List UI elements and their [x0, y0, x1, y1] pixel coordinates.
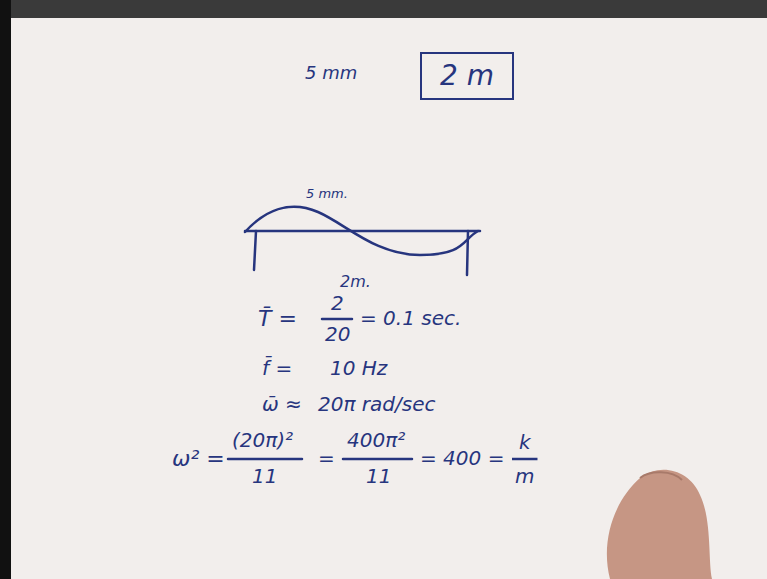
equation-part: 11: [366, 464, 391, 488]
equation-part: 2: [331, 291, 344, 315]
equation-part: m: [515, 464, 534, 488]
dimension: 5 mm: [305, 62, 357, 84]
dimension: 2m.: [340, 272, 371, 291]
equation-part: ω̄ ≈: [262, 392, 302, 416]
hand: [607, 470, 712, 579]
equation-part: =: [318, 446, 335, 470]
equation-part: T̄ =: [258, 306, 297, 332]
top-strip: [0, 0, 767, 18]
support-left: [254, 231, 256, 270]
equation-part: = 0.1 sec.: [360, 306, 461, 330]
equation-part: f̄ =: [262, 356, 292, 380]
mode-shape: [245, 207, 478, 255]
fraction-bar: [343, 458, 412, 461]
equation-part: 400π²: [347, 428, 405, 452]
equation-part: = 400 =: [420, 446, 504, 470]
fraction-bar: [228, 458, 302, 461]
equation-part: 20: [325, 322, 350, 346]
box-text: 2 m: [440, 59, 494, 93]
equation-part: 11: [252, 464, 277, 488]
equation-part: k: [519, 430, 531, 454]
left-strip: [0, 0, 11, 579]
dimension: 5 mm.: [306, 186, 348, 202]
fraction-bar: [512, 458, 537, 461]
equation-part: ω² =: [172, 446, 225, 472]
equation-part: 20π rad/sec: [318, 392, 435, 416]
equation-part: 10 Hz: [330, 356, 387, 380]
hand-nail: [640, 472, 682, 480]
fraction-bar: [322, 318, 352, 321]
boxed-value: 2 m: [420, 52, 514, 100]
beam-line: [245, 230, 480, 233]
equation-part: (20π)²: [232, 428, 293, 452]
